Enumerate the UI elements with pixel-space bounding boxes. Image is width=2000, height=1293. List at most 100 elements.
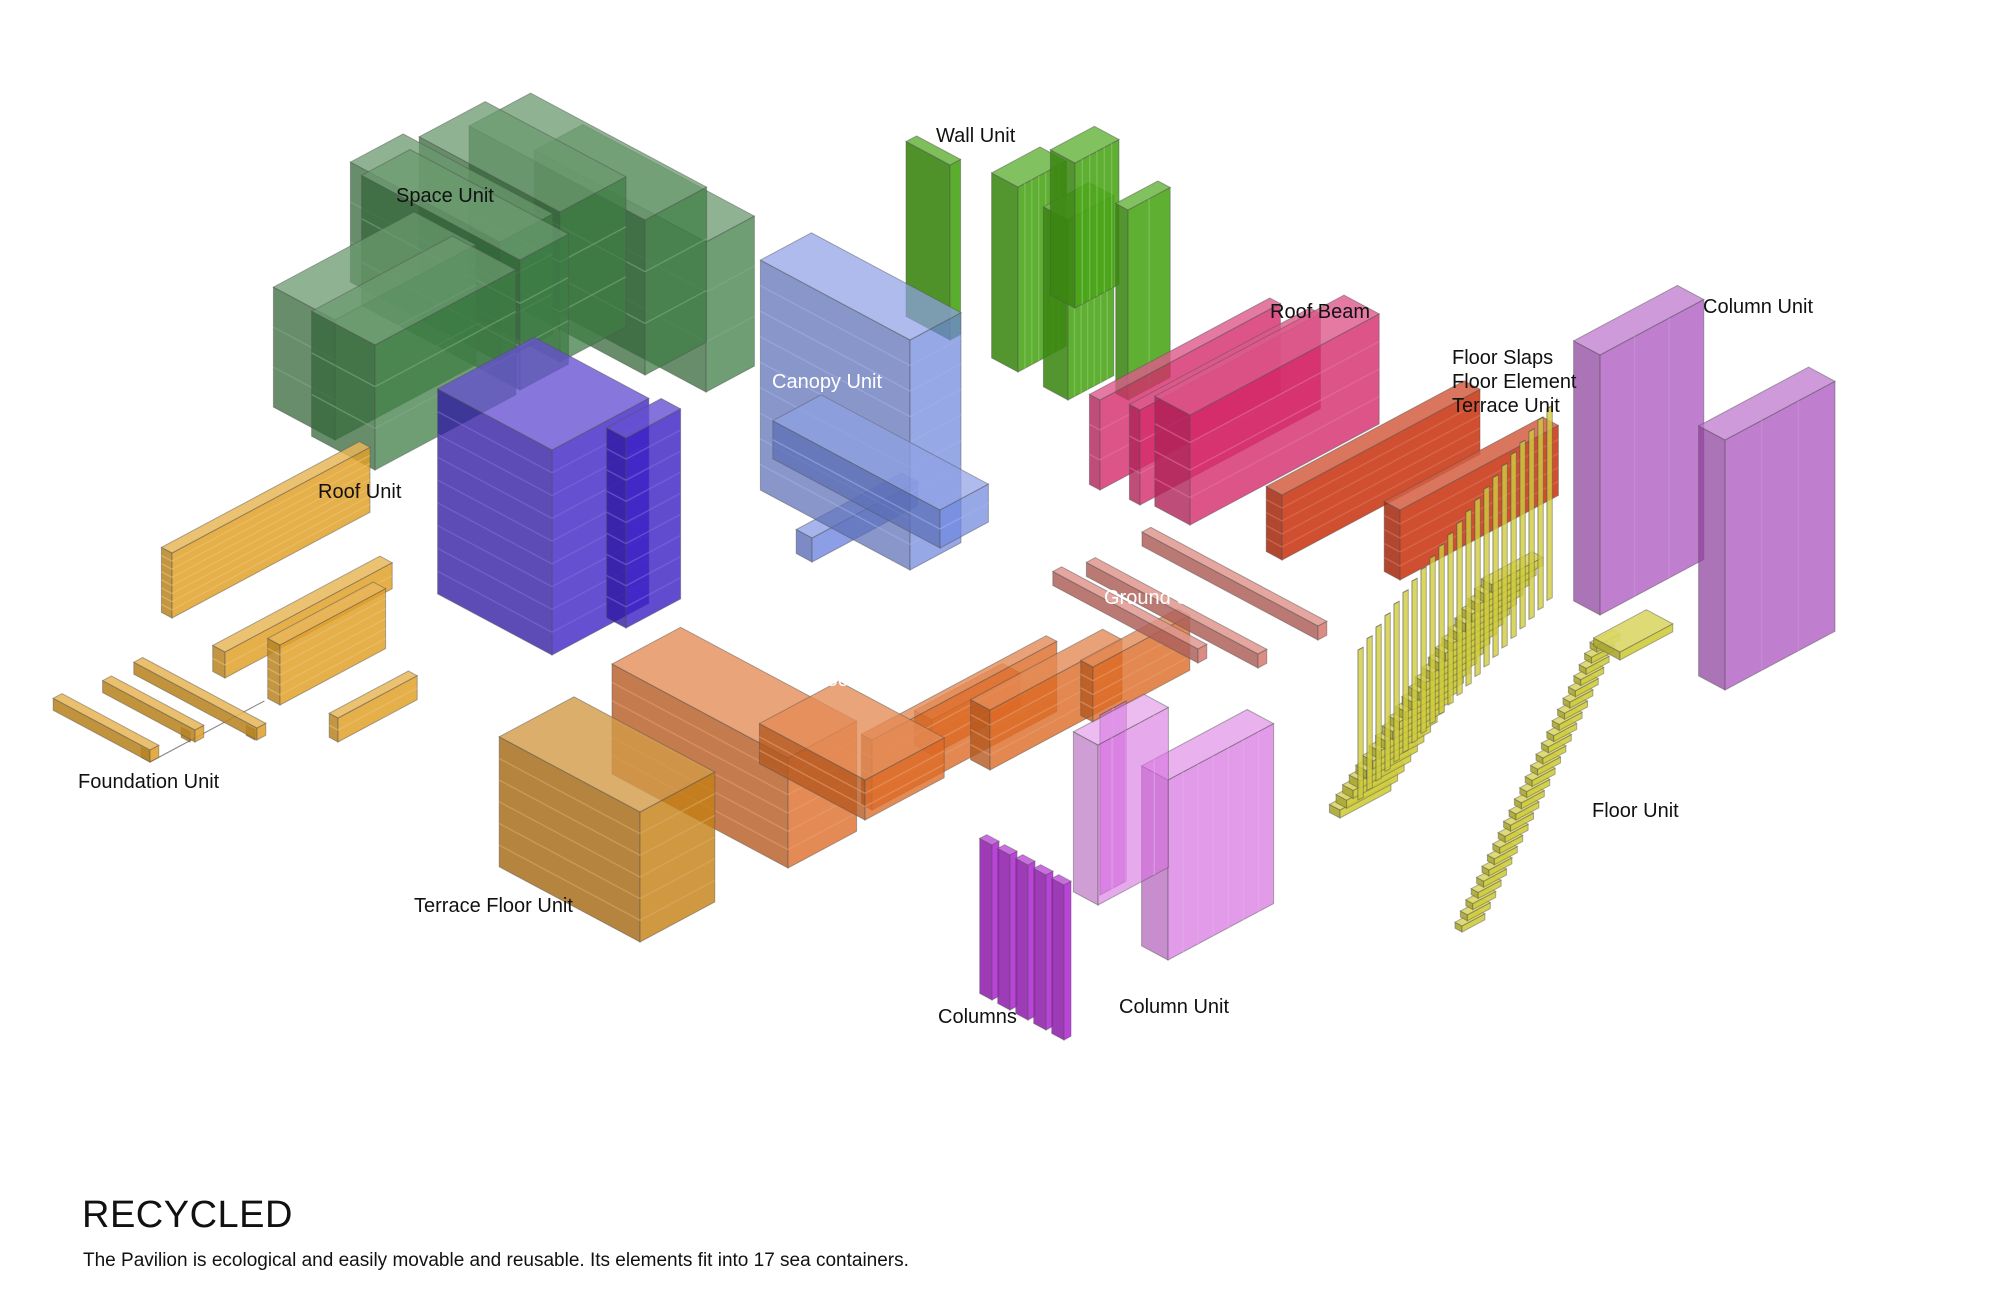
layer-line bbox=[161, 595, 173, 603]
layer-line bbox=[772, 439, 941, 530]
face-top bbox=[1384, 612, 1391, 616]
layer-line bbox=[1089, 423, 1101, 431]
layer-line bbox=[161, 579, 173, 587]
stair-slat bbox=[1483, 485, 1490, 668]
floor-unit-right-group bbox=[1328, 404, 1674, 933]
face-top bbox=[1032, 864, 1055, 876]
layer-line bbox=[267, 647, 281, 656]
face-top bbox=[996, 844, 1019, 856]
face-top bbox=[1465, 508, 1472, 513]
face-top bbox=[1366, 635, 1373, 639]
layer-line bbox=[1281, 440, 1481, 548]
layer-line bbox=[559, 226, 627, 263]
foundation-strip bbox=[52, 693, 160, 763]
layer-line bbox=[1383, 542, 1401, 553]
layer-line bbox=[606, 532, 627, 545]
layer-line bbox=[437, 502, 553, 565]
layer-line bbox=[639, 836, 716, 878]
layer-line bbox=[639, 858, 716, 900]
layer-line bbox=[611, 700, 789, 796]
face-left bbox=[1698, 425, 1726, 691]
face-top bbox=[1357, 646, 1364, 651]
face-left bbox=[1072, 730, 1099, 906]
face-right bbox=[1393, 600, 1400, 763]
layer-line bbox=[437, 524, 553, 588]
face-top bbox=[1099, 700, 1127, 716]
stair-slat bbox=[1402, 588, 1409, 754]
space-unit-group bbox=[272, 92, 756, 471]
layer-line bbox=[437, 570, 553, 633]
layer-line bbox=[267, 687, 281, 696]
layer-line bbox=[519, 276, 569, 304]
layer-line bbox=[1281, 414, 1481, 522]
label-foundation-unit: Foundation Unit bbox=[78, 771, 220, 793]
stair-slat bbox=[1510, 450, 1517, 640]
face-right bbox=[1501, 462, 1508, 649]
layer-line bbox=[909, 414, 962, 443]
layer-line bbox=[1080, 673, 1094, 682]
foundation-block bbox=[266, 581, 387, 706]
face-right bbox=[1483, 485, 1490, 668]
face-right bbox=[149, 700, 265, 763]
ground-slab bbox=[1051, 566, 1208, 664]
layer-line bbox=[1189, 395, 1380, 499]
face-top bbox=[758, 680, 946, 781]
floor-stack bbox=[758, 680, 946, 821]
layer-line bbox=[161, 571, 173, 578]
stair-slat bbox=[1546, 404, 1553, 602]
face-top bbox=[498, 696, 716, 813]
face-top bbox=[328, 670, 419, 719]
face-top bbox=[1537, 416, 1544, 421]
face-top bbox=[418, 101, 628, 213]
layer-line bbox=[311, 393, 376, 429]
stair-slat bbox=[1375, 623, 1382, 782]
face-right bbox=[1510, 450, 1517, 640]
layer-line bbox=[171, 495, 371, 603]
face-top bbox=[1114, 180, 1172, 211]
layer-line bbox=[909, 363, 962, 392]
face-top bbox=[1429, 554, 1436, 559]
face-left bbox=[1115, 202, 1129, 401]
layer-line bbox=[760, 361, 911, 443]
face-right bbox=[1375, 623, 1382, 782]
layer-line bbox=[1281, 427, 1481, 535]
face-top bbox=[1375, 623, 1382, 628]
layer-line bbox=[606, 511, 627, 524]
face-right bbox=[1429, 554, 1436, 725]
layer-line bbox=[625, 450, 681, 481]
column-post bbox=[1032, 864, 1055, 1031]
space-block bbox=[310, 235, 517, 471]
face-top bbox=[1546, 405, 1553, 409]
face-top bbox=[310, 235, 517, 346]
label-floor-unit-right: Floor Unit bbox=[1592, 800, 1679, 822]
layer-line bbox=[606, 595, 627, 608]
face-left bbox=[1015, 857, 1029, 1021]
layer-line bbox=[437, 411, 553, 474]
column-post bbox=[1050, 874, 1073, 1041]
face-top bbox=[101, 675, 205, 731]
column-post bbox=[1014, 854, 1037, 1021]
page-title: RECYCLED bbox=[82, 1194, 293, 1236]
face-top bbox=[1088, 297, 1282, 401]
layer-line bbox=[639, 814, 716, 856]
layer-line bbox=[498, 801, 641, 878]
stair-slat bbox=[1474, 496, 1481, 678]
face-top bbox=[1492, 474, 1499, 478]
layer-line bbox=[644, 238, 707, 273]
face-top bbox=[52, 693, 160, 751]
face-right bbox=[1063, 880, 1072, 1041]
face-right bbox=[1519, 439, 1526, 630]
face-top bbox=[1572, 284, 1705, 356]
layer-line bbox=[212, 657, 226, 666]
layer-line bbox=[760, 285, 911, 367]
face-left bbox=[1049, 148, 1076, 309]
foundation-strip bbox=[101, 675, 205, 743]
layer-line bbox=[787, 812, 857, 851]
layer-line bbox=[1129, 467, 1141, 474]
layer-line bbox=[437, 547, 553, 611]
layer-line bbox=[337, 687, 418, 731]
layer-line bbox=[161, 587, 173, 595]
face-left bbox=[991, 172, 1019, 373]
